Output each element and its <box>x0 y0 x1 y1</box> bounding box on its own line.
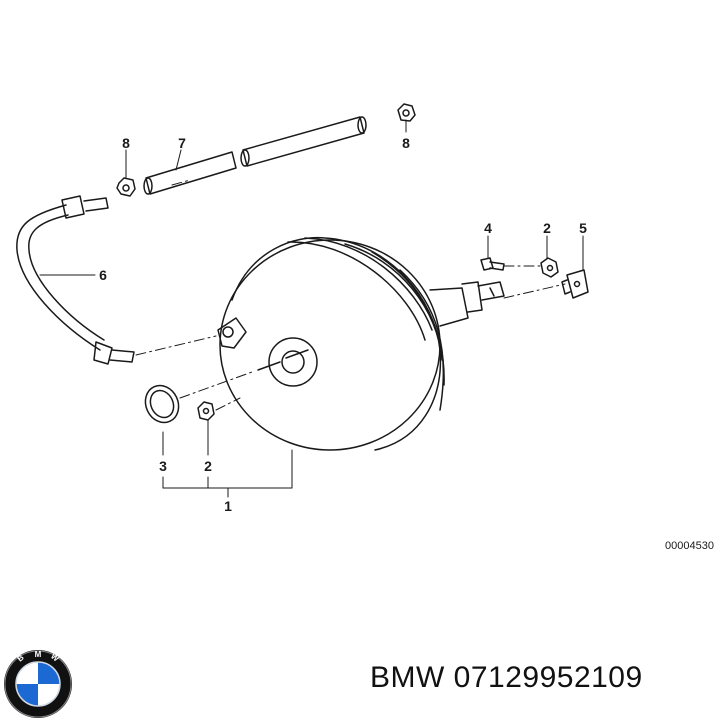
callout-2-right: 2 <box>543 220 551 236</box>
clip-part <box>561 269 589 299</box>
callout-5: 5 <box>579 220 587 236</box>
callout-7: 7 <box>178 135 186 151</box>
callout-8-right: 8 <box>402 135 410 151</box>
alignment-lines <box>135 179 566 411</box>
svg-text:W: W <box>49 652 61 664</box>
hose-tube-part <box>143 116 367 195</box>
hose-clamp-left-part <box>116 177 136 197</box>
callout-8-left: 8 <box>122 135 130 151</box>
callout-labels: 8 7 8 4 2 5 6 3 2 1 00004530 <box>99 135 714 552</box>
callout-4: 4 <box>484 220 492 236</box>
nut-right-part <box>540 257 559 278</box>
callout-3: 3 <box>159 458 167 474</box>
callout-6: 6 <box>99 267 107 283</box>
svg-text:M: M <box>35 650 42 659</box>
bmw-roundel-icon: B M W <box>4 650 72 718</box>
bolt-part <box>480 257 505 271</box>
callout-1: 1 <box>224 498 232 514</box>
figure-number: 00004530 <box>665 540 714 552</box>
callout-2-left: 2 <box>204 458 212 474</box>
leader-lines <box>39 119 584 498</box>
part-number-title: BMW 07129952109 <box>370 661 643 694</box>
vacuum-hose-part <box>16 195 135 365</box>
svg-text:B: B <box>16 653 26 664</box>
hose-clamp-right-part <box>397 103 416 122</box>
seal-ring-part <box>144 384 180 424</box>
nut-left-part <box>197 401 215 421</box>
brake-booster-part <box>217 236 505 451</box>
